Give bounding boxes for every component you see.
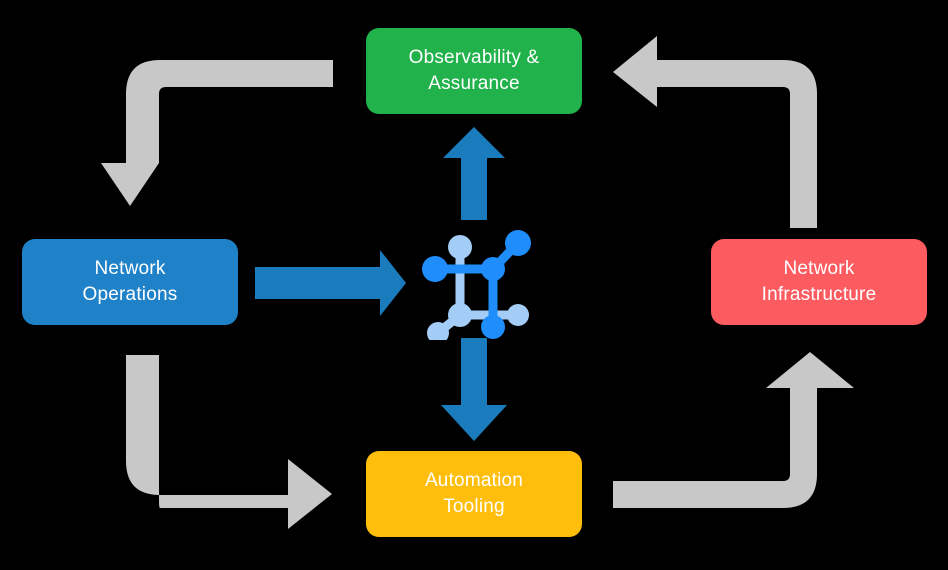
arrow-infrastructure-to-observability: [613, 36, 817, 228]
arrow-operations-to-automation: [126, 355, 332, 529]
arrow-operations-to-center: [255, 250, 406, 316]
network-topology-icon: [422, 230, 531, 340]
node-box-observability[interactable]: Observability & Assurance: [366, 28, 582, 114]
node-box-network-operations[interactable]: Network Operations: [22, 239, 238, 325]
arrow-automation-to-infrastructure: [613, 352, 854, 508]
arrow-center-to-automation: [441, 338, 507, 441]
arrow-center-to-observability: [443, 127, 505, 220]
arrow-observability-to-operations: [101, 60, 333, 206]
node-box-network-infrastructure[interactable]: Network Infrastructure: [711, 239, 927, 325]
node-box-automation-tooling[interactable]: Automation Tooling: [366, 451, 582, 537]
